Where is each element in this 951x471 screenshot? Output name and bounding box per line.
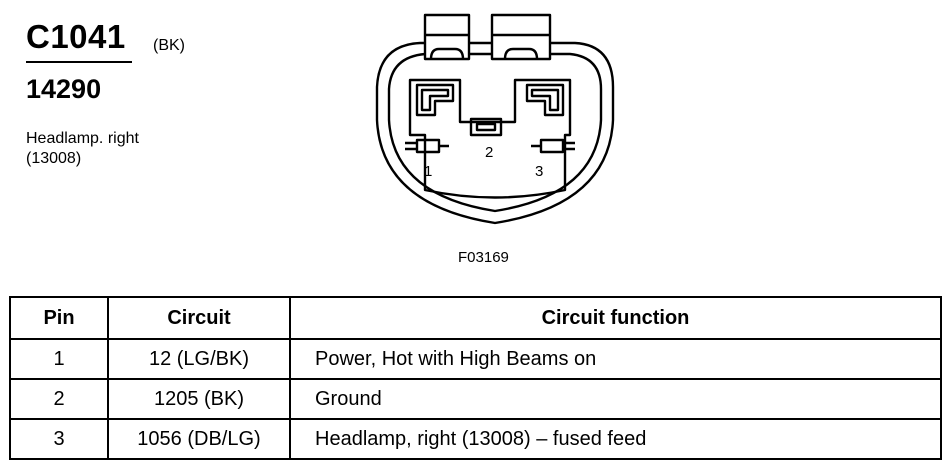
connector-id: C1041 xyxy=(26,18,126,55)
header-circuit: Circuit xyxy=(107,296,291,340)
terminal-1-outline xyxy=(415,83,455,117)
cell-pin: 3 xyxy=(9,418,109,460)
pin-2-contact xyxy=(469,117,503,137)
pin-1-label: 1 xyxy=(424,163,432,180)
cell-pin: 2 xyxy=(9,378,109,420)
connector-outer-housing xyxy=(375,41,615,225)
pin-1-contact xyxy=(415,138,441,154)
terminal-3-inner xyxy=(530,88,560,112)
locking-tab-left-detail xyxy=(425,33,469,60)
cell-circuit: 12 (LG/BK) xyxy=(107,338,291,380)
connector-description: Headlamp. right (13008) xyxy=(26,129,139,169)
terminal-cavity-frame xyxy=(408,78,572,199)
pinout-table: Pin Circuit Circuit function 1 12 (LG/BK… xyxy=(9,296,942,460)
pin-3-contact xyxy=(539,138,565,154)
title-underline xyxy=(26,61,132,63)
table-header-row: Pin Circuit Circuit function xyxy=(9,296,942,340)
cell-circuit: 1205 (BK) xyxy=(107,378,291,420)
table-row: 1 12 (LG/BK) Power, Hot with High Beams … xyxy=(9,338,942,380)
terminal-1-inner xyxy=(420,88,450,112)
figure-code: F03169 xyxy=(458,249,509,266)
table-row: 2 1205 (BK) Ground xyxy=(9,378,942,420)
part-number: 14290 xyxy=(26,74,102,104)
cell-circuit: 1056 (DB/LG) xyxy=(107,418,291,460)
locking-tab-right xyxy=(490,13,552,61)
cell-function: Headlamp, right (13008) – fused feed xyxy=(289,418,942,460)
table-row: 3 1056 (DB/LG) Headlamp, right (13008) –… xyxy=(9,418,942,460)
description-line: Headlamp. right xyxy=(26,130,139,147)
pin-3-latch xyxy=(531,141,575,151)
cell-pin: 1 xyxy=(9,338,109,380)
locking-tab-right-detail xyxy=(492,33,550,60)
pin-2-label: 2 xyxy=(485,144,493,161)
cell-function: Ground xyxy=(289,378,942,420)
description-line: (13008) xyxy=(26,150,82,167)
terminal-3-outline xyxy=(525,83,565,117)
connector-inner-housing xyxy=(387,52,603,213)
pin-2-contact-inner xyxy=(475,122,497,132)
header-circuit-function: Circuit function xyxy=(289,296,942,340)
pin-3-label: 3 xyxy=(535,163,543,180)
connector-face-diagram: 1 2 3 xyxy=(375,13,615,225)
header-pin: Pin xyxy=(9,296,109,340)
connector-color: (BK) xyxy=(153,37,185,54)
pin-1-latch xyxy=(405,141,449,151)
cell-function: Power, Hot with High Beams on xyxy=(289,338,942,380)
